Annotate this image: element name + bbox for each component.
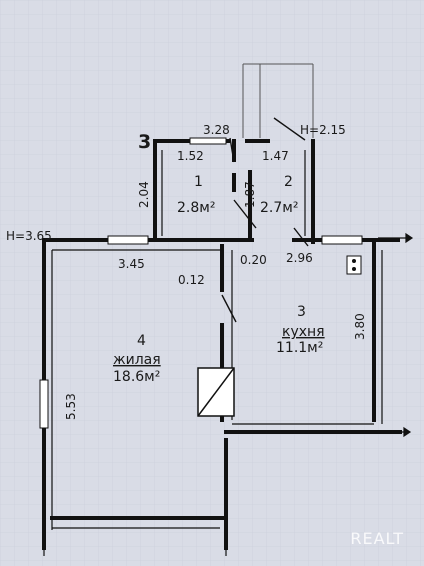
dim-kitchen-height: 3.80 (353, 313, 367, 340)
dim-room2-height: 1.87 (243, 181, 257, 208)
room-1-area: 2.8м² (177, 200, 215, 216)
dim-wall-thickness: 0.12 (178, 273, 205, 287)
room-3-name: кухня (282, 324, 325, 340)
section-number: 3 (138, 131, 151, 153)
dim-room1-height: 2.04 (137, 181, 151, 208)
exterior-arrows (43, 232, 414, 556)
dim-top-width: 3.28 (203, 123, 230, 137)
room-2-area: 2.7м² (260, 200, 298, 216)
door-swings (221, 117, 309, 323)
dim-living-height: 5.53 (64, 393, 78, 420)
dim-partition: 0.20 (240, 253, 267, 267)
room-1-number: 1 (194, 174, 203, 190)
windows (39, 137, 363, 429)
dim-living-top: 3.45 (118, 257, 145, 271)
room-4-area: 18.6м² (113, 369, 160, 385)
ceiling-height-top-right: H=2.15 (300, 123, 346, 137)
room-2-number: 2 (284, 174, 293, 190)
room-3-number: 3 (297, 304, 306, 320)
heater-icon (197, 367, 235, 417)
vestibule-outline (242, 63, 314, 138)
room-3-area: 11.1м² (276, 340, 323, 356)
room-4-name: жилая (113, 352, 161, 368)
room-4-number: 4 (137, 333, 146, 349)
stove-icon (346, 255, 362, 275)
watermark-logo: REALT (350, 529, 404, 548)
ceiling-height-left: H=3.65 (6, 229, 52, 243)
dim-kitchen-top: 2.96 (286, 251, 313, 265)
dim-room1-width: 1.52 (177, 149, 204, 163)
dim-room2-width: 1.47 (262, 149, 289, 163)
